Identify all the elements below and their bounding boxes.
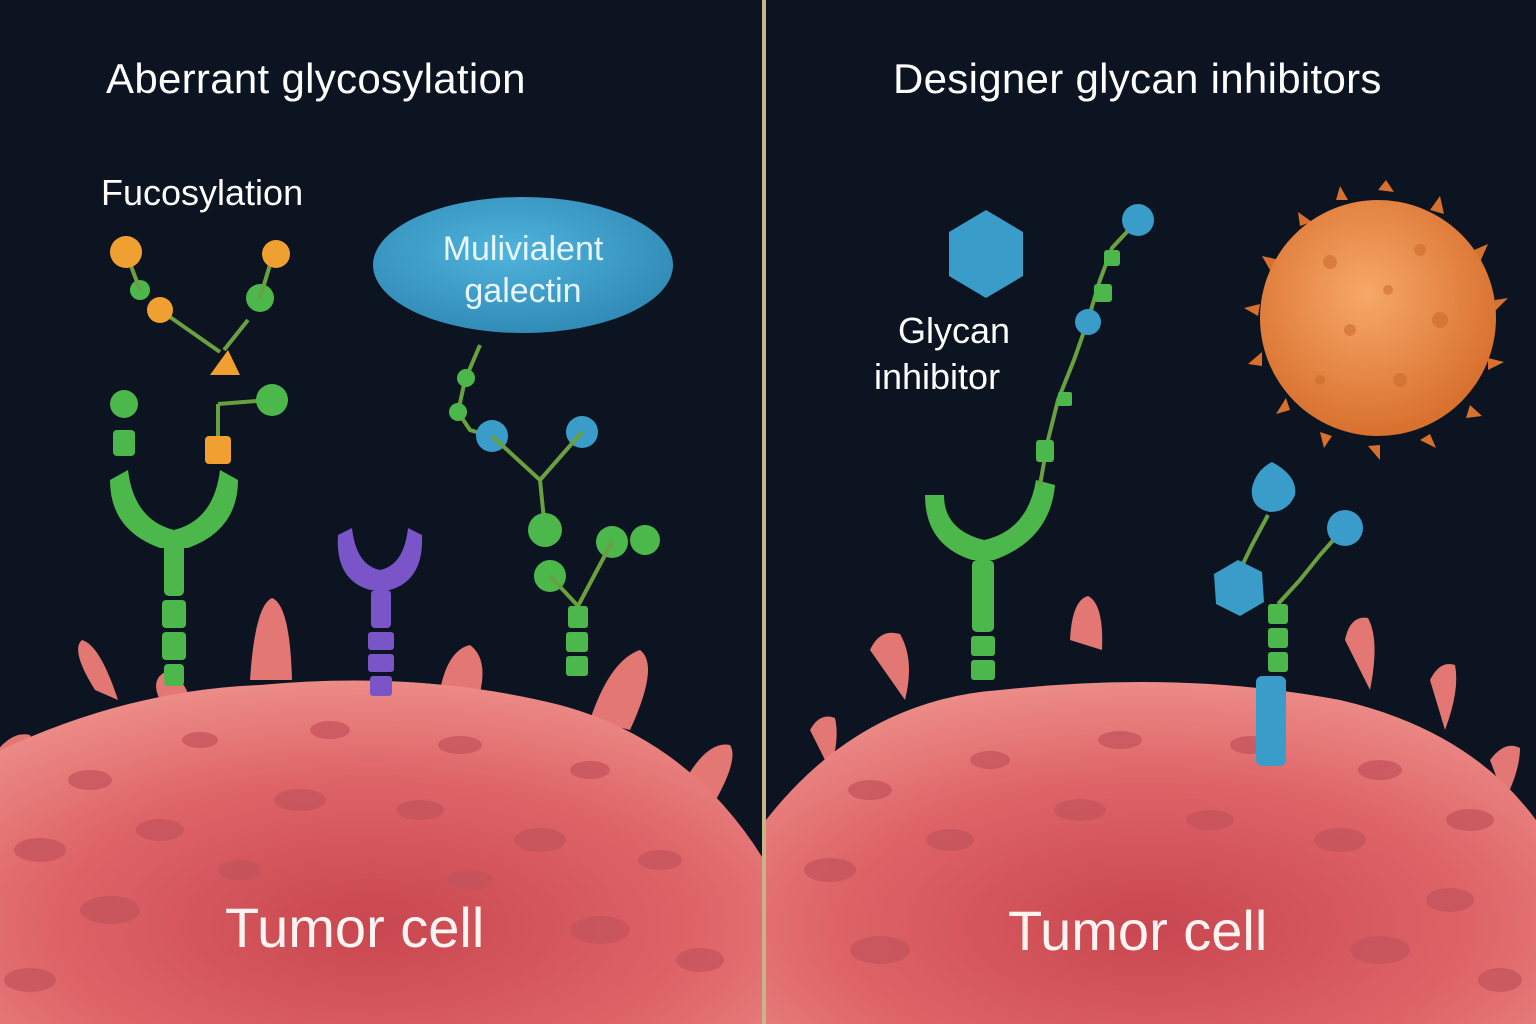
tumor-cell-left (0, 598, 764, 1024)
galectin-bubble (373, 197, 673, 333)
left-panel (0, 0, 764, 1024)
right-panel (766, 0, 1536, 1024)
purple-receptor (337, 528, 423, 696)
galectin-glycan-chain (449, 344, 660, 676)
tumor-cell-right (766, 596, 1536, 1024)
glycan-inhibitor-hexagon (949, 210, 1023, 298)
green-receptor-right (925, 204, 1154, 680)
panel-divider (762, 0, 766, 1024)
fucosylated-receptor (110, 236, 290, 686)
immune-cell (1244, 180, 1508, 460)
blue-receptor-right (1214, 462, 1363, 766)
